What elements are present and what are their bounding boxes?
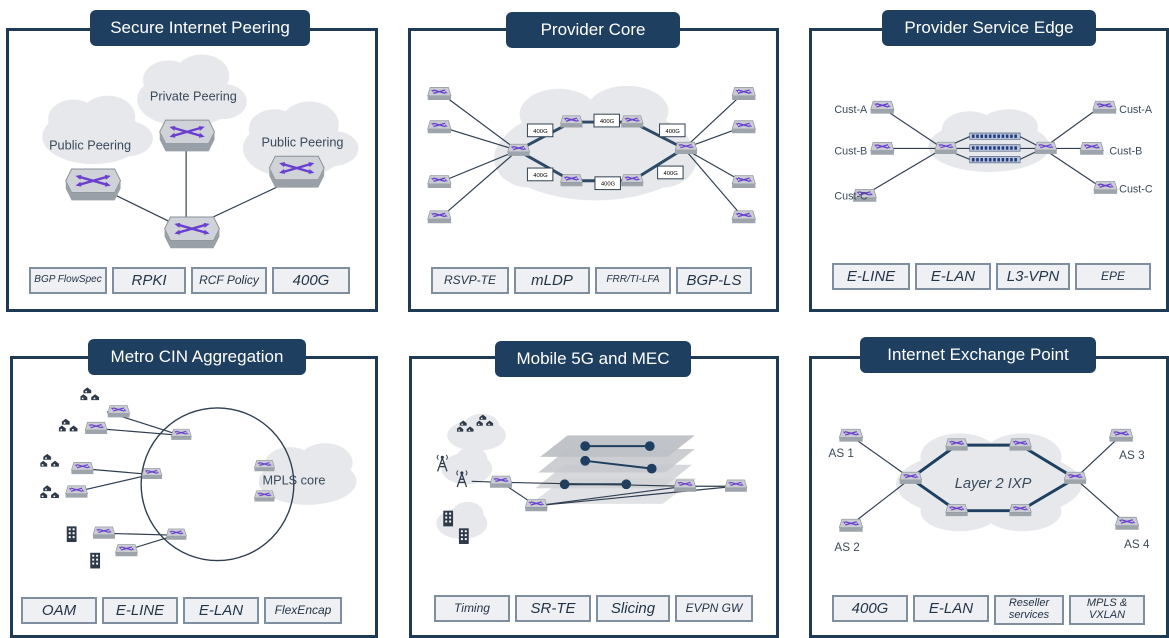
linecard-icon <box>969 132 1021 140</box>
label-as4: AS 4 <box>1124 538 1150 551</box>
label-cust-c-left: Cust-C <box>834 190 868 202</box>
label-public-peering-right: Public Peering <box>262 135 344 150</box>
label-cust-b-left: Cust-B <box>834 145 867 157</box>
tag-e-line: E-LINE <box>832 263 910 290</box>
tag-e-lan: E-LAN <box>913 595 989 622</box>
label-as3: AS 3 <box>1119 449 1145 462</box>
tag-e-line: E-LINE <box>102 597 178 624</box>
cloud-public-peering-left <box>42 95 153 165</box>
label-cust-c-right: Cust-C <box>1119 184 1153 196</box>
label-400g: 400G <box>663 171 678 177</box>
panel-title-mobile-5g-and-mec: Mobile 5G and MEC <box>495 341 691 377</box>
building-icon <box>443 510 454 527</box>
tag-flexencap: FlexEncap <box>264 597 342 624</box>
houses-icon <box>40 485 59 498</box>
linecard-icon <box>969 156 1021 164</box>
tag-e-lan: E-LAN <box>183 597 259 624</box>
label-layer2-ixp: Layer 2 IXP <box>955 476 1032 492</box>
tag-rsvp-te: RSVP-TE <box>431 267 509 294</box>
link-labels-400g: 400G 400G 400G 400G 400G 400G <box>526 113 686 191</box>
tag-rpki: RPKI <box>112 267 186 294</box>
tag-bgp-ls: BGP-LS <box>676 267 752 294</box>
tag-reseller-services: Reseller services <box>994 595 1064 625</box>
label-400g: 400G <box>600 119 615 125</box>
cloud-towers <box>441 447 493 485</box>
router-icon <box>163 215 221 250</box>
cloud-homes <box>447 413 506 451</box>
feature-tags: RSVP-TE mLDP FRR/TI-LFA BGP-LS <box>431 267 752 294</box>
panel-title-provider-core: Provider Core <box>506 12 680 48</box>
label-mpls-core: MPLS core <box>263 472 326 487</box>
panel-mobile-5g-and-mec: Timing SR-TE Slicing EVPN GW <box>409 356 779 638</box>
cloud-private-peering <box>137 54 247 127</box>
feature-tags: E-LINE E-LAN L3-VPN EPE <box>832 263 1151 290</box>
router-icon <box>64 167 122 202</box>
tag-evpn-gw: EVPN GW <box>675 595 753 622</box>
panel-title-provider-service-edge: Provider Service Edge <box>882 10 1096 46</box>
feature-tags: BGP FlowSpec RPKI RCF Policy 400G <box>29 267 350 294</box>
label-public-peering-left: Public Peering <box>49 137 131 152</box>
tag-l3-vpn: L3-VPN <box>996 263 1070 290</box>
label-400g: 400G <box>533 129 548 135</box>
tag-sr-te: SR-TE <box>515 595 591 622</box>
tag-frr-ti-lfa: FRR/TI-LFA <box>595 267 671 294</box>
mobile-diagram <box>436 413 748 544</box>
label-as2: AS 2 <box>834 541 859 554</box>
panel-title-metro-cin-aggregation: Metro CIN Aggregation <box>88 339 306 375</box>
tag-rcf-policy: RCF Policy <box>191 267 267 294</box>
panel-provider-service-edge: Cust-A Cust-B Cust-C Cust-A Cust-B Cust-… <box>809 28 1169 312</box>
metro-ring <box>140 407 295 562</box>
label-as1: AS 1 <box>828 447 853 460</box>
label-cust-b-right: Cust-B <box>1109 145 1142 157</box>
router-icon <box>268 155 326 189</box>
tag-epe: EPE <box>1075 263 1151 290</box>
tag-timing: Timing <box>434 595 510 622</box>
houses-icon <box>80 387 100 401</box>
peering-diagram: Public Peering Private Peering Public Pe… <box>42 54 359 250</box>
panel-internet-exchange-point: Layer 2 IXP AS 1 AS 2 AS 3 AS 4 400G E-L… <box>809 356 1169 638</box>
tag-400g: 400G <box>832 595 908 622</box>
tag-mpls-vxlan: MPLS & VXLAN <box>1069 595 1145 625</box>
linecard-icon <box>969 144 1021 152</box>
feature-tags: 400G E-LAN Reseller services MPLS & VXLA… <box>832 595 1145 625</box>
tag-slicing: Slicing <box>596 595 670 622</box>
building-icon <box>458 528 469 544</box>
building-icon <box>90 552 101 569</box>
houses-icon <box>58 418 78 432</box>
ixp-diagram: Layer 2 IXP AS 1 AS 2 AS 3 AS 4 <box>828 428 1150 554</box>
metro-diagram: MPLS core <box>40 387 357 569</box>
tag-bgp-flowspec: BGP FlowSpec <box>29 267 107 294</box>
panel-title-internet-exchange-point: Internet Exchange Point <box>860 337 1096 373</box>
building-icon <box>66 526 77 543</box>
feature-tags: OAM E-LINE E-LAN FlexEncap <box>21 597 342 624</box>
label-cust-a-left: Cust-A <box>834 104 868 116</box>
cloud-mpls-core <box>258 443 357 505</box>
houses-icon <box>40 453 59 467</box>
feature-tags: Timing SR-TE Slicing EVPN GW <box>434 595 753 622</box>
tag-mldp: mLDP <box>514 267 590 294</box>
tag-e-lan: E-LAN <box>915 263 991 290</box>
label-400g: 400G <box>665 129 680 135</box>
label-400g: 400G <box>533 173 548 179</box>
panel-title-secure-internet-peering: Secure Internet Peering <box>90 10 310 46</box>
core-diagram: 400G 400G 400G 400G 400G 400G <box>427 85 757 224</box>
panel-metro-cin-aggregation: MPLS core OAM E-LINE E-LAN FlexEncap <box>10 356 378 638</box>
tag-oam: OAM <box>21 597 97 624</box>
label-private-peering: Private Peering <box>150 89 237 104</box>
panel-secure-internet-peering: Public Peering Private Peering Public Pe… <box>6 28 378 312</box>
service-edge-diagram: Cust-A Cust-B Cust-C Cust-A Cust-B Cust-… <box>834 100 1153 203</box>
label-400g: 400G <box>601 182 616 188</box>
tag-400g: 400G <box>272 267 350 294</box>
label-cust-a-right: Cust-A <box>1119 104 1153 116</box>
panel-provider-core: 400G 400G 400G 400G 400G 400G RSVP-TE <box>408 28 779 312</box>
router-icon <box>158 118 216 153</box>
